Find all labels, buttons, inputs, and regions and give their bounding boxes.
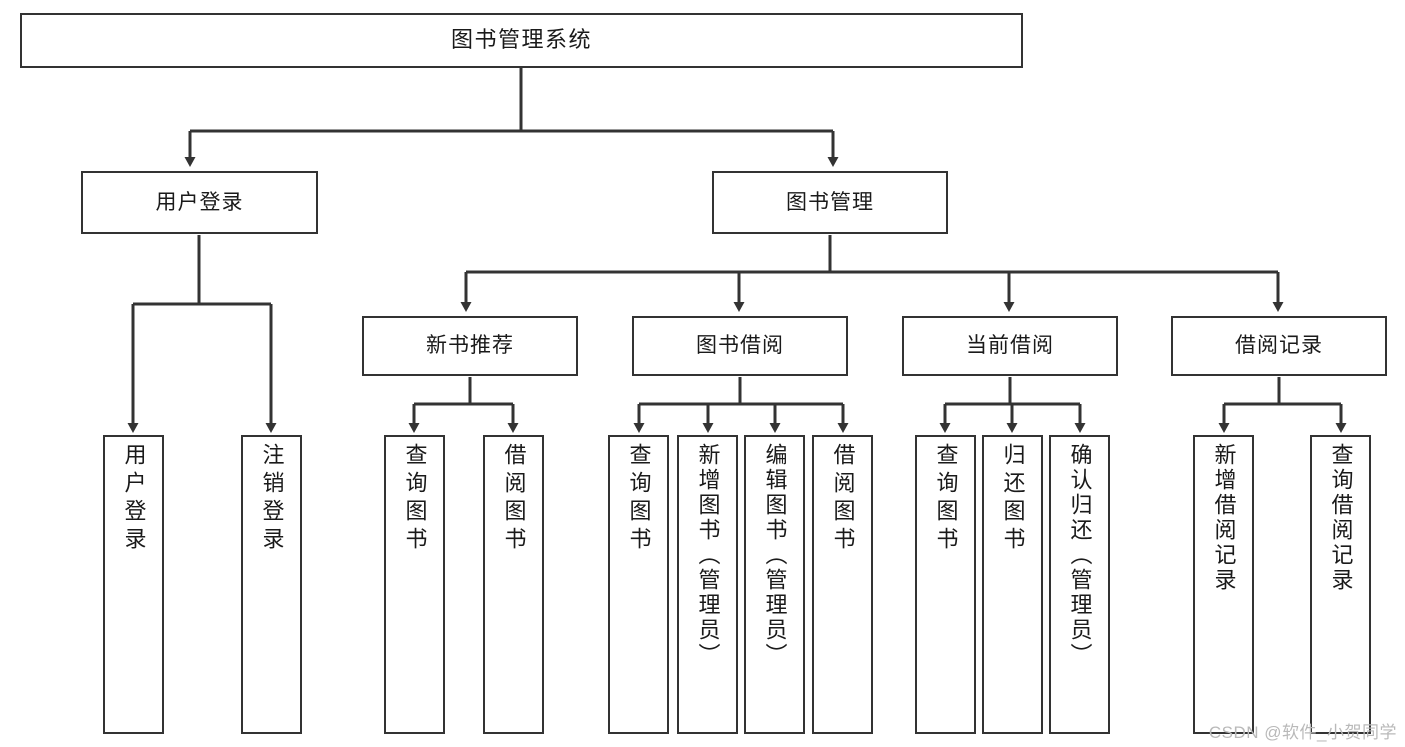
node-label: 确认归还（管理员）: [1067, 443, 1093, 668]
node-label: 查询图书: [626, 443, 652, 555]
node-current-borrow[interactable]: 当前借阅: [902, 316, 1118, 376]
node-label: 注销登录: [259, 443, 285, 555]
node-label: 图书管理: [786, 190, 874, 214]
node-label: 新增借阅记录: [1211, 443, 1237, 593]
node-label: 图书借阅: [696, 334, 784, 358]
leaf-user-login-logout[interactable]: 注销登录: [241, 435, 302, 734]
node-root-system[interactable]: 图书管理系统: [20, 13, 1023, 68]
leaf-current-query-book[interactable]: 查询图书: [915, 435, 976, 734]
node-label: 查询图书: [933, 443, 959, 555]
leaf-borrow-query-book[interactable]: 查询图书: [608, 435, 669, 734]
node-label: 图书管理系统: [450, 27, 592, 53]
node-label: 借阅图书: [501, 443, 527, 555]
node-label: 借阅记录: [1235, 334, 1323, 358]
leaf-current-return-book[interactable]: 归还图书: [982, 435, 1043, 734]
node-label: 用户登录: [121, 443, 147, 555]
node-label: 查询图书: [402, 443, 428, 555]
node-borrow-record[interactable]: 借阅记录: [1171, 316, 1387, 376]
leaf-user-login-login[interactable]: 用户登录: [103, 435, 164, 734]
node-label: 查询借阅记录: [1328, 443, 1354, 593]
node-label: 编辑图书（管理员）: [762, 443, 788, 668]
leaf-borrow-edit-book-admin[interactable]: 编辑图书（管理员）: [744, 435, 805, 734]
node-new-book-recommend[interactable]: 新书推荐: [362, 316, 578, 376]
leaf-new-book-query[interactable]: 查询图书: [384, 435, 445, 734]
node-book-borrow[interactable]: 图书借阅: [632, 316, 848, 376]
leaf-current-confirm-return-admin[interactable]: 确认归还（管理员）: [1049, 435, 1110, 734]
node-label: 当前借阅: [966, 334, 1054, 358]
leaf-borrow-borrow-book[interactable]: 借阅图书: [812, 435, 873, 734]
node-book-management[interactable]: 图书管理: [712, 171, 948, 234]
node-label: 新增图书（管理员）: [695, 443, 721, 668]
node-label: 借阅图书: [830, 443, 856, 555]
csdn-watermark: CSDN @软件_小贺同学: [1208, 723, 1397, 742]
node-label: 新书推荐: [426, 334, 514, 358]
node-label: 归还图书: [1000, 443, 1026, 555]
leaf-record-query-record[interactable]: 查询借阅记录: [1310, 435, 1371, 734]
leaf-new-book-borrow[interactable]: 借阅图书: [483, 435, 544, 734]
leaf-record-add-record[interactable]: 新增借阅记录: [1193, 435, 1254, 734]
node-label: 用户登录: [155, 190, 244, 214]
node-user-login[interactable]: 用户登录: [81, 171, 318, 234]
leaf-borrow-add-book-admin[interactable]: 新增图书（管理员）: [677, 435, 738, 734]
